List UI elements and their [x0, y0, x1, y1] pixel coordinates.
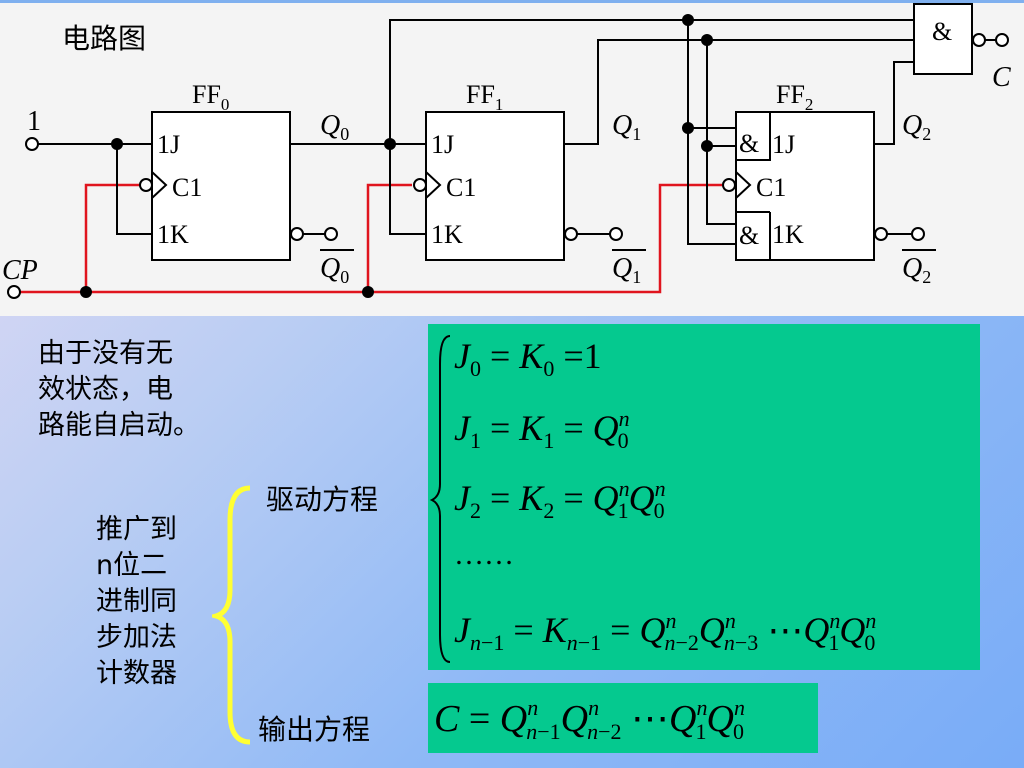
q1-ff2-wire — [706, 40, 736, 225]
yellow-brace — [212, 485, 251, 745]
ff0-jk-wire — [38, 143, 152, 235]
svg-text:Q2: Q2 — [902, 253, 931, 287]
output-and-gate — [913, 3, 973, 75]
ff2-j: 1J — [772, 130, 795, 159]
ff2-k-and-symbol: & — [739, 221, 759, 250]
ff0-qbar-sub: 0 — [340, 267, 349, 287]
input-one-label: 1 — [27, 106, 41, 137]
ff2-clock-triangle — [735, 171, 752, 199]
top-accent-strip — [0, 0, 1024, 3]
ff0-name: FF — [192, 80, 221, 109]
ff2-clock-bubble — [722, 178, 736, 192]
junction-dot — [111, 138, 123, 150]
output-equation-label: 输出方程 — [258, 713, 371, 746]
output-and-symbol: & — [932, 17, 952, 46]
ff2-sub: 2 — [805, 95, 814, 114]
output-c-label: C — [992, 62, 1011, 93]
ff2-qbar: Q — [902, 253, 922, 284]
output-bubble — [972, 33, 986, 47]
ff0-k: 1K — [157, 220, 189, 249]
junction-dot — [682, 14, 694, 26]
svg-text:Q0: Q0 — [320, 110, 349, 144]
ff0-sub: 0 — [221, 95, 230, 114]
generalize-text: 推广到 n位二 进制同 步加法 计数器 — [96, 514, 177, 689]
svg-text:Q1: Q1 — [612, 110, 641, 144]
ff0-q: Q — [320, 110, 340, 141]
circuit-panel: 电路图 CP 1 FF0 1J C1 1K Q0 Q0 FF1 1J C1 — [0, 0, 1024, 316]
ff1-name: FF — [466, 80, 495, 109]
svg-text:FF1: FF1 — [466, 80, 503, 114]
drive-equation-label: 驱动方程 — [266, 483, 379, 516]
ff1-k: 1K — [431, 220, 463, 249]
ff1-qbar: Q — [612, 253, 632, 284]
ff1-j: 1J — [431, 130, 454, 159]
ff1-clock-triangle — [425, 171, 442, 199]
ff2-name: FF — [776, 80, 805, 109]
junction-dot — [362, 286, 374, 298]
junction-dot — [80, 286, 92, 298]
self-start-text: 由于没有无 效状态，电 路能自启动。 — [38, 338, 200, 441]
ff1-q: Q — [612, 110, 632, 141]
ff2-and-gate-divider — [736, 112, 771, 260]
ff0-clock-triangle — [151, 171, 168, 199]
junction-dot — [701, 140, 713, 152]
ff2-q-sub: 2 — [922, 124, 931, 144]
ff2-c: C1 — [756, 173, 786, 202]
output-terminal — [995, 33, 1009, 47]
ff2-qbar-bubble — [874, 227, 888, 241]
ff2-q: Q — [902, 110, 922, 141]
ff1-qbar-terminal — [609, 227, 623, 241]
svg-text:Q2: Q2 — [902, 110, 931, 144]
ff0-qbar: Q — [320, 253, 340, 284]
ff1-box — [425, 111, 565, 261]
clock-label: CP — [2, 255, 38, 286]
ff0-q-sub: 0 — [340, 124, 349, 144]
junction-dot — [384, 138, 396, 150]
ff0-clock-bubble — [139, 178, 153, 192]
ff1-qbar-sub: 1 — [632, 267, 641, 287]
ff0-c: C1 — [172, 173, 202, 202]
circuit-diagram: 电路图 CP 1 FF0 1J C1 1K Q0 Q0 FF1 1J C1 — [2, 3, 1011, 299]
q1-wire — [564, 39, 914, 145]
junction-dot — [682, 122, 694, 134]
clock-wire — [14, 183, 722, 294]
svg-text:FF2: FF2 — [776, 80, 813, 114]
cp-terminal — [7, 285, 21, 299]
ff0-box — [151, 111, 291, 261]
input-one-terminal — [25, 137, 39, 151]
ff1-sub: 1 — [495, 95, 504, 114]
ff2-qbar-terminal — [911, 227, 925, 241]
ff2-box — [735, 111, 875, 261]
q0-ff2-wire — [687, 20, 736, 245]
q0-wire — [290, 19, 914, 235]
svg-text:Q1: Q1 — [612, 253, 641, 287]
ff0-qbar-bubble — [290, 227, 304, 241]
svg-text:Q0: Q0 — [320, 253, 349, 287]
ff2-k: 1K — [772, 220, 804, 249]
eq-ellipsis: …… — [454, 538, 514, 571]
ff2-j-and-symbol: & — [739, 129, 759, 158]
diagram-title: 电路图 — [62, 22, 146, 55]
ff2-qbar-sub: 2 — [922, 267, 931, 287]
ff0-qbar-terminal — [324, 227, 338, 241]
junction-dot — [701, 34, 713, 46]
ff1-qbar-bubble — [564, 227, 578, 241]
ff0-j: 1J — [157, 130, 180, 159]
svg-text:FF0: FF0 — [192, 80, 229, 114]
ff1-q-sub: 1 — [632, 124, 641, 144]
eq-j0: J0 = K0 =1 — [454, 336, 602, 381]
ff1-c: C1 — [446, 173, 476, 202]
ff1-clock-bubble — [413, 178, 427, 192]
q2-wire — [874, 61, 914, 145]
